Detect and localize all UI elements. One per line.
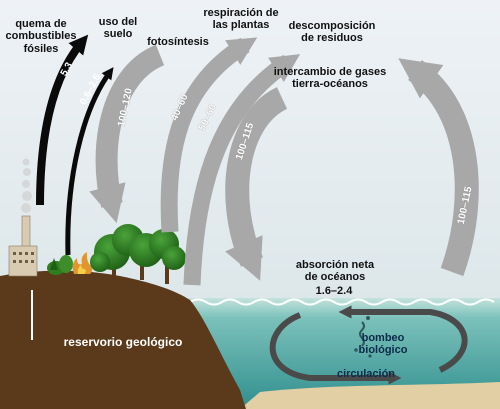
- forest: [90, 224, 186, 284]
- value-net-ocean-absorption: 1.6–2.4: [315, 285, 353, 297]
- fire-icon: [72, 252, 93, 274]
- decomposition-arrow: [183, 54, 301, 286]
- label-geologic-reservoir: reservorio geológico: [63, 335, 183, 349]
- circulation-arrow-lower: [269, 312, 402, 385]
- label-land-use: uso del suelo: [98, 16, 138, 41]
- label-plant-respiration: respiración de las plantas: [203, 7, 279, 32]
- sea-floor: [240, 382, 500, 409]
- land-mass: [0, 270, 246, 409]
- smoke: [21, 158, 32, 213]
- label-fossil-fuels: quema de combustibles fósiles: [5, 18, 77, 55]
- fossil-fuel-arrow: [36, 34, 89, 206]
- shrubs: [47, 255, 73, 275]
- plankton-icon: [354, 316, 372, 358]
- label-net-ocean-absorption: absorción neta de océanos: [295, 259, 375, 284]
- land-use-arrow: [65, 67, 114, 256]
- label-biological-pump: bombeo biológico: [358, 332, 408, 357]
- factory: [8, 215, 38, 277]
- circulation-arrow-upper: [338, 305, 468, 373]
- atmosphere-to-ocean-arrow: [225, 87, 288, 281]
- ocean-to-atmosphere-arrow: [398, 58, 479, 277]
- label-circulation: circulación: [336, 368, 396, 380]
- plant-respiration-arrow: [160, 37, 258, 233]
- label-photosynthesis: fotosíntesis: [147, 36, 209, 48]
- photosynthesis-arrow: [89, 44, 165, 224]
- wave-line: [189, 298, 495, 306]
- label-decomposition: descomposición de residuos: [288, 20, 376, 45]
- label-gas-exchange: intercambio de gases tierra-océanos: [273, 66, 387, 91]
